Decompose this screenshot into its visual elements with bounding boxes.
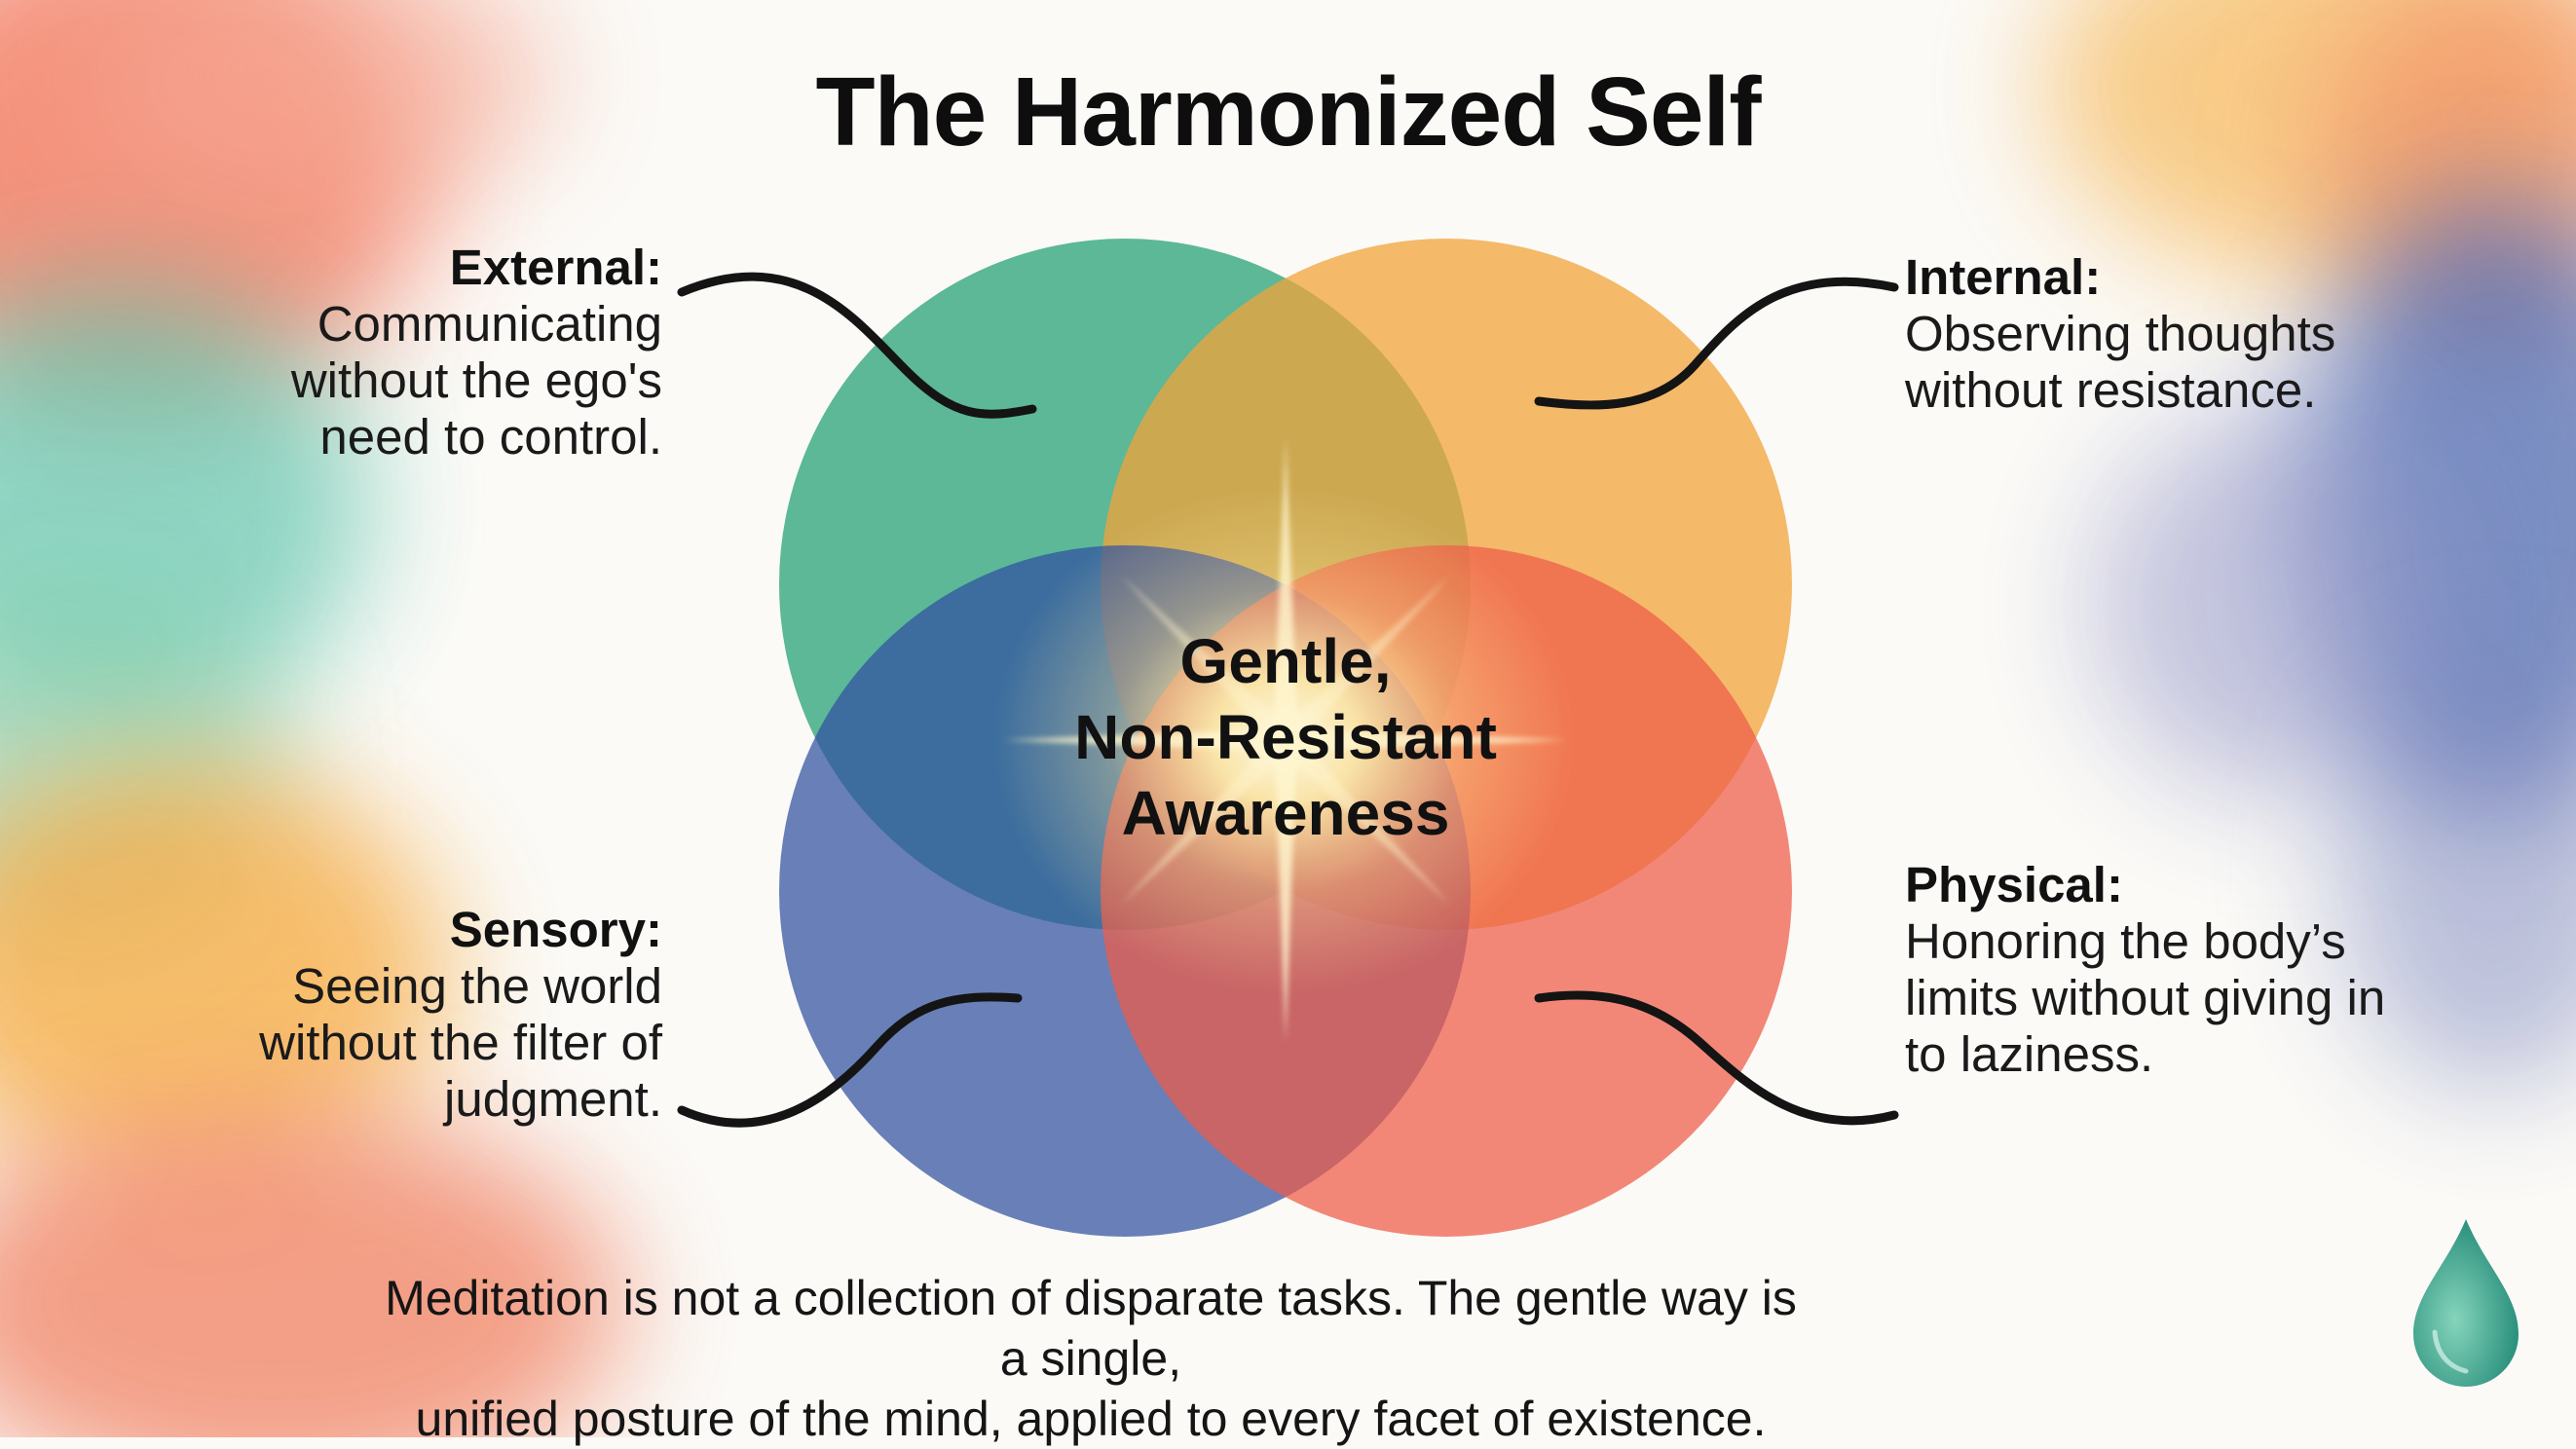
center-glow xyxy=(993,438,1578,1042)
label-external-heading: External: xyxy=(449,240,662,295)
label-physical-line: to laziness. xyxy=(1905,1026,2154,1082)
label-external: External: Communicating without the ego'… xyxy=(175,240,662,465)
label-internal: Internal: Observing thoughts without res… xyxy=(1905,249,2431,419)
connector-internal xyxy=(1534,277,1899,410)
label-external-line: need to control. xyxy=(319,409,662,464)
connector-sensory xyxy=(677,992,1023,1128)
label-sensory: Sensory: Seeing the world without the fi… xyxy=(175,902,662,1128)
label-sensory-line: Seeing the world xyxy=(292,958,662,1014)
label-physical: Physical: Honoring the body’s limits wit… xyxy=(1905,857,2431,1083)
label-internal-heading: Internal: xyxy=(1905,249,2102,305)
label-physical-line: limits without giving in xyxy=(1905,970,2386,1025)
connectors xyxy=(677,272,1899,1128)
center-label-line: Non-Resistant xyxy=(1074,702,1497,772)
label-external-line: without the ego's xyxy=(290,353,662,408)
page-title: The Harmonized Self xyxy=(815,57,1761,167)
footer-line: Meditation is not a collection of dispar… xyxy=(385,1271,1797,1386)
footer-caption: Meditation is not a collection of dispar… xyxy=(370,1268,1811,1449)
label-physical-line: Honoring the body’s xyxy=(1905,913,2346,969)
label-internal-line: Observing thoughts xyxy=(1905,306,2336,361)
center-label-line: Gentle, xyxy=(1179,626,1392,696)
label-sensory-heading: Sensory: xyxy=(449,902,662,957)
water-drop-icon xyxy=(2413,1219,2519,1387)
connector-external xyxy=(677,272,1037,419)
label-physical-heading: Physical: xyxy=(1905,857,2123,912)
connector-physical xyxy=(1534,990,1899,1126)
label-sensory-line: without the filter of xyxy=(259,1015,662,1070)
label-internal-line: without resistance. xyxy=(1905,362,2317,418)
center-label-line: Awareness xyxy=(1121,778,1450,848)
label-sensory-line: judgment. xyxy=(444,1071,662,1127)
label-external-line: Communicating xyxy=(317,296,662,352)
footer-line: unified posture of the mind, applied to … xyxy=(415,1392,1767,1446)
center-label: Gentle, Non-Resistant Awareness xyxy=(993,623,1578,851)
